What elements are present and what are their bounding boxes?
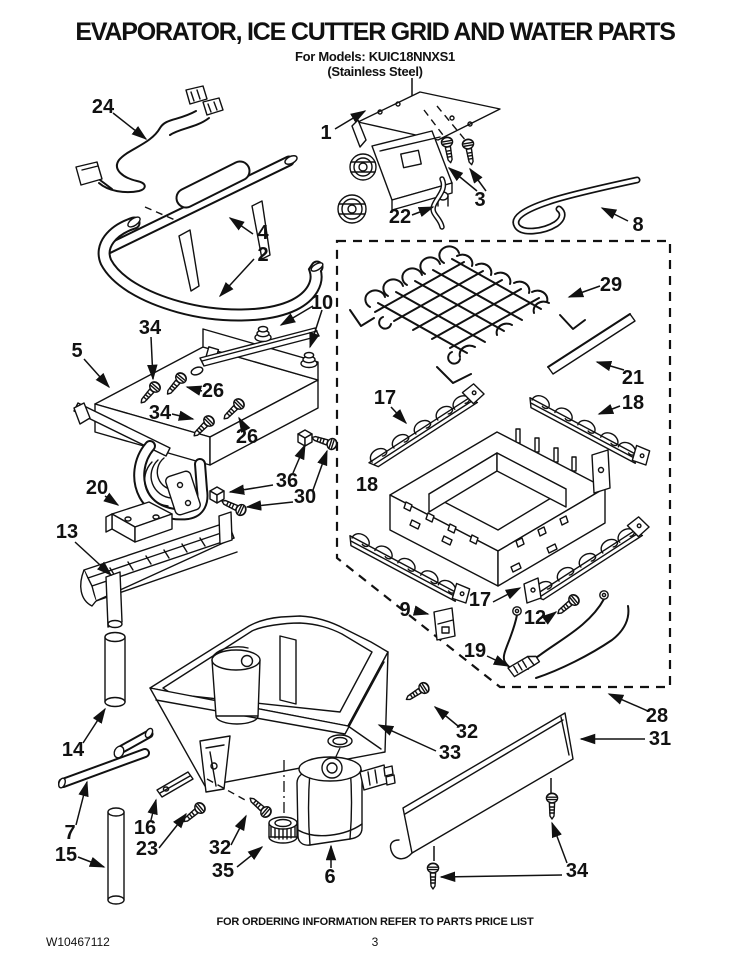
callout-label-34: 34 — [149, 402, 172, 424]
fill-tube — [430, 176, 447, 230]
wire-harness — [75, 85, 224, 194]
drip-trough — [80, 511, 238, 629]
valve-screw — [460, 137, 478, 167]
dashed-boundary-box — [335, 239, 672, 689]
callout-label-32: 32 — [456, 721, 478, 743]
callout-label-13: 13 — [56, 521, 78, 543]
grid-side-strip — [547, 313, 636, 375]
callout-arrows — [74, 110, 649, 883]
callout-label-20: 20 — [86, 477, 108, 499]
rail-end-tab — [523, 577, 542, 604]
callout-label-33: 33 — [439, 742, 461, 764]
callout-label-17: 17 — [374, 387, 396, 409]
callout-label-34: 34 — [566, 860, 589, 882]
callout-label-15: 15 — [55, 844, 77, 866]
callout-label-36: 36 — [276, 470, 298, 492]
callout-label-29: 29 — [600, 274, 622, 296]
callout-label-26: 26 — [236, 426, 258, 448]
callout-label-2: 2 — [257, 244, 268, 266]
water-valve-assembly — [337, 78, 501, 224]
callout-label-14: 14 — [62, 739, 85, 761]
rail-end-tab-hole — [530, 587, 536, 593]
callout-label-19: 19 — [464, 640, 486, 662]
solenoid-coil — [349, 153, 377, 181]
support-bracket — [105, 501, 173, 543]
grid-frame — [389, 428, 611, 587]
clip-screw — [309, 431, 339, 452]
callout-label-1: 1 — [320, 122, 331, 144]
clamp-screw — [179, 799, 208, 827]
j-shaped-tube — [512, 176, 641, 235]
pan-screw — [402, 679, 432, 705]
finish-line: (Stainless Steel) — [327, 64, 423, 79]
page-title: EVAPORATOR, ICE CUTTER GRID AND WATER PA… — [75, 18, 676, 46]
callout-label-32: 32 — [209, 837, 231, 859]
callout-label-9: 9 — [399, 599, 410, 621]
panel-screw — [426, 862, 440, 890]
callout-label-12: 12 — [524, 607, 546, 629]
callout-label-16: 16 — [134, 817, 156, 839]
callout-label-17: 17 — [469, 589, 491, 611]
callout-label-28: 28 — [646, 705, 668, 727]
small-bracket — [433, 607, 456, 641]
callout-label-3: 3 — [474, 189, 485, 211]
callout-label-6: 6 — [324, 866, 335, 888]
frame-screw — [553, 591, 582, 619]
callout-label-30: 30 — [294, 486, 316, 508]
bent-suction-tube — [97, 216, 324, 322]
cover-panel — [389, 712, 574, 861]
callout-label-18: 18 — [622, 392, 644, 414]
document-number: W10467112 — [46, 935, 110, 949]
long-tube — [107, 807, 125, 905]
callout-label-18: 18 — [356, 474, 378, 496]
grommet — [300, 351, 318, 369]
clamp-strip — [156, 771, 194, 798]
callout-label-7: 7 — [64, 822, 75, 844]
models-line: For Models: KUIC18NNXS1 — [295, 49, 455, 64]
callout-label-31: 31 — [649, 728, 671, 750]
callout-label-34: 34 — [139, 317, 162, 339]
callout-label-5: 5 — [71, 340, 82, 362]
ordering-note: FOR ORDERING INFORMATION REFER TO PARTS … — [216, 916, 534, 928]
insulated-tube — [102, 155, 298, 292]
solenoid-coil — [337, 194, 367, 224]
water-pump — [296, 756, 396, 846]
page-number: 3 — [371, 935, 379, 949]
callout-label-26: 26 — [202, 380, 224, 402]
callout-label-23: 23 — [136, 838, 158, 860]
pan-screw — [245, 793, 274, 821]
callout-label-22: 22 — [389, 206, 411, 228]
callout-label-10: 10 — [311, 292, 333, 314]
grommet — [254, 325, 272, 343]
ice-cutter-grid-wire — [349, 245, 586, 384]
knurled-nut — [268, 816, 298, 844]
callout-label-8: 8 — [632, 214, 643, 236]
mounting-clip — [297, 429, 313, 447]
elbow-tube — [58, 727, 154, 789]
callout-label-24: 24 — [92, 96, 115, 118]
short-tube — [104, 631, 126, 708]
callout-label-21: 21 — [622, 367, 644, 389]
water-pan — [149, 615, 389, 815]
callout-label-4: 4 — [257, 222, 269, 244]
panel-screw — [545, 792, 559, 820]
callout-label-35: 35 — [212, 860, 234, 882]
pan-tower — [211, 646, 261, 725]
